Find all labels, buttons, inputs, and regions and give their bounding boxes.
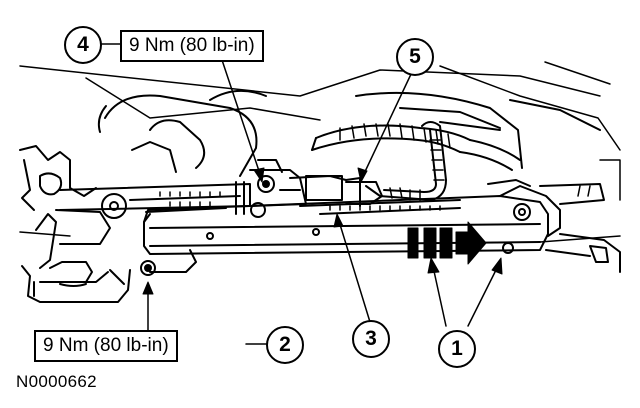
callout-2: 2 (266, 326, 304, 364)
callout-5: 5 (396, 38, 434, 76)
callout-1: 1 (438, 330, 476, 368)
leader-arrowheads (142, 167, 503, 295)
callout-3: 3 (352, 320, 390, 358)
upper-seat-rail (59, 181, 266, 218)
torque-spec-lower: 9 Nm (80 lb-in) (34, 330, 178, 362)
direction-arrow (407, 221, 487, 265)
motor-assembly (249, 159, 383, 207)
right-rail-end (539, 183, 621, 273)
wiring-harness (311, 121, 521, 201)
seat-frame (97, 89, 601, 177)
leader-lines (99, 43, 501, 345)
torque-spec-upper: 9 Nm (80 lb-in) (120, 30, 264, 62)
background-outline (19, 61, 621, 243)
figure-id: N0000662 (16, 372, 97, 391)
callout-4: 4 (64, 26, 102, 64)
left-bracket (19, 145, 131, 303)
lower-seat-track (140, 179, 561, 276)
